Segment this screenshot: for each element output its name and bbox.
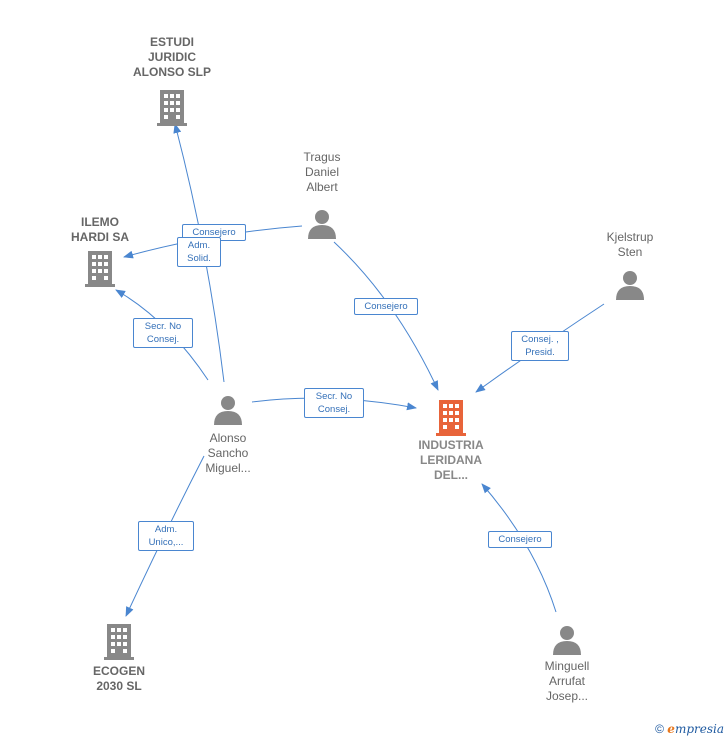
- node-label: Alonso Sancho Miguel...: [205, 431, 251, 475]
- brand-name: mpresia: [674, 722, 724, 736]
- building-icon: [104, 624, 134, 660]
- edge-minguell-industria: [481, 483, 557, 613]
- node-alonso-sancho[interactable]: Alonso Sancho Miguel...: [188, 395, 268, 476]
- node-industria-leridana[interactable]: INDUSTRIA LERIDANA DEL...: [398, 400, 504, 483]
- node-ecogen-2030[interactable]: ECOGEN 2030 SL: [74, 624, 164, 694]
- node-label: INDUSTRIA LERIDANA DEL...: [418, 438, 484, 482]
- edge-label-tragus-industria[interactable]: Consejero: [354, 298, 418, 315]
- node-label: Minguell Arrufat Josep...: [544, 659, 590, 703]
- building-icon: [157, 90, 187, 126]
- node-label: ESTUDI JURIDIC ALONSO SLP: [132, 35, 211, 79]
- node-label: Kjelstrup Sten: [606, 230, 654, 259]
- person-icon: [553, 626, 581, 655]
- brand-logo-e: e: [667, 722, 675, 736]
- edge-label-alonso-industria[interactable]: Secr. No Consej.: [304, 388, 364, 418]
- node-label: Tragus Daniel Albert: [303, 150, 341, 194]
- node-label: ECOGEN 2030 SL: [92, 664, 145, 693]
- node-kjelstrup-sten[interactable]: Kjelstrup Sten: [590, 230, 670, 300]
- edge-tragus-industria: [333, 241, 439, 391]
- node-ilemo-hardi[interactable]: ILEMO HARDI SA: [55, 215, 145, 287]
- person-icon: [214, 396, 242, 425]
- edge-label-minguell-industria[interactable]: Consejero: [488, 531, 552, 548]
- edge-label-kjelstrup-industria[interactable]: Consej. , Presid.: [511, 331, 569, 361]
- person-icon: [308, 210, 336, 239]
- node-minguell-arrufat[interactable]: Minguell Arrufat Josep...: [527, 625, 607, 704]
- building-icon: [436, 400, 466, 436]
- edge-label-alonso-ilemo[interactable]: Secr. No Consej.: [133, 318, 193, 348]
- building-icon: [85, 251, 115, 287]
- edge-label-alonso-ecogen[interactable]: Adm. Unico,...: [138, 521, 194, 551]
- brand-footer: © empresia: [655, 722, 724, 736]
- edge-label-alonso-estudi[interactable]: Adm. Solid.: [177, 237, 221, 267]
- node-estudi-juridic[interactable]: ESTUDI JURIDIC ALONSO SLP: [120, 35, 224, 126]
- person-icon: [616, 271, 644, 300]
- copyright-symbol: ©: [655, 722, 664, 736]
- node-tragus-daniel[interactable]: Tragus Daniel Albert: [282, 150, 362, 239]
- node-label: ILEMO HARDI SA: [70, 215, 129, 244]
